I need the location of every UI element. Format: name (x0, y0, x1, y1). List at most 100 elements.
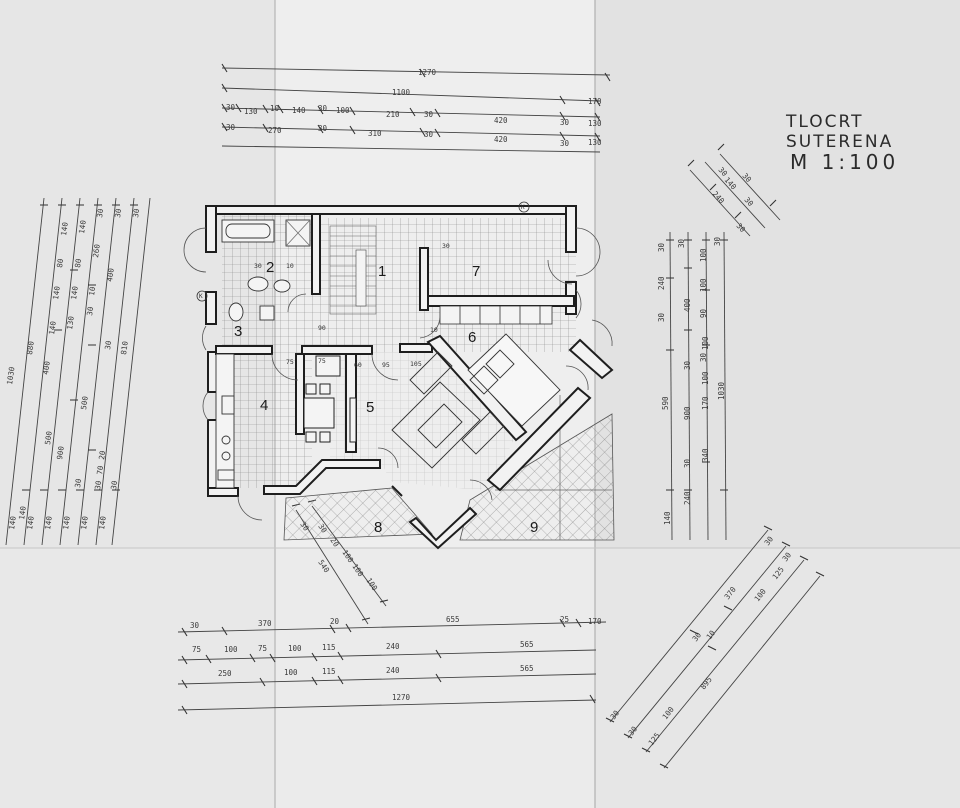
toilet (273, 279, 291, 293)
dim-label: 30 (95, 208, 105, 219)
dim-label: 140 (47, 320, 58, 335)
room-number: 2 (266, 259, 274, 276)
room-number: 7 (472, 263, 480, 280)
dim-label: 140 (61, 515, 72, 530)
left-dimension-chains: 1030 880 140 140 80 140 140 400 500 140 … (5, 197, 151, 546)
dim-label: 140 (17, 505, 28, 520)
dim-label: 140 (77, 219, 88, 234)
terrace-area (283, 487, 433, 541)
dim-label: 30 (254, 262, 262, 270)
dim-label: 95 (382, 361, 390, 369)
interior-dimensions: 75 90 75 60 95 105 30 10 30 10 (254, 242, 450, 369)
sink (247, 276, 269, 292)
dim-label: 500 (79, 395, 90, 410)
dim-label: 10 (430, 326, 438, 334)
dim-label: 100 (284, 668, 298, 677)
dim-label: 80 (73, 258, 83, 269)
dim-label: 140 (292, 106, 306, 115)
wall (205, 205, 217, 253)
dim-label: 80 (55, 258, 65, 269)
wall (207, 487, 239, 497)
wall (408, 506, 478, 550)
dim-label: 130 (65, 315, 76, 330)
dim-label: 140 (79, 515, 90, 530)
dim-label: 140 (97, 515, 108, 530)
marker-label: K (199, 293, 203, 300)
wall (301, 345, 373, 355)
dim-label: 420 (494, 116, 508, 125)
dim-label: 75 (258, 644, 267, 653)
dim-label: 400 (105, 267, 116, 282)
room-number: 8 (374, 519, 382, 536)
kitchen-counter (215, 353, 235, 489)
dim-label: 420 (494, 135, 508, 144)
dim-label: 30 (73, 478, 83, 489)
wall (419, 247, 429, 311)
room-number: 6 (468, 329, 476, 346)
dim-label: 10 (87, 286, 97, 297)
dim-label: 1030 (717, 381, 726, 400)
room-number: 4 (260, 397, 268, 414)
dim-label: 10 (270, 104, 280, 113)
wall (295, 353, 305, 435)
dim-label: 210 (386, 110, 400, 119)
dim-label: 30 (683, 360, 692, 370)
chimney-markers: K K (196, 201, 530, 302)
dim-label: 140 (43, 515, 54, 530)
wall (205, 291, 217, 325)
dim-label: 500 (43, 430, 54, 445)
right-dimension-chains: 30 240 400 30 590 30 240 140 30 100 100 … (657, 231, 728, 541)
wall (486, 386, 592, 492)
living-furniture (391, 351, 505, 469)
dim-label: 30 (657, 242, 666, 252)
dim-label: 240 (386, 642, 400, 651)
dim-label: 590 (661, 396, 670, 410)
dim-label: 140 (59, 221, 70, 236)
room-number: 1 (378, 263, 386, 280)
dim-label: 30 (190, 621, 200, 630)
dim-label: 900 (55, 445, 66, 460)
wall (263, 459, 381, 495)
dim-label: 170 (588, 617, 602, 626)
dim-label: 30 (103, 340, 113, 351)
dim-label: 90 (699, 308, 708, 318)
dim-label: 130 (244, 107, 258, 116)
dim-label: 20 (97, 450, 107, 461)
dim-label: 30 (442, 242, 450, 250)
dim-label: 140 (663, 511, 672, 525)
dim-label: 25 (560, 615, 569, 624)
dim-label: 100 (224, 645, 238, 654)
dim-label: 1030 (5, 366, 16, 386)
drawing-scale: M 1:100 (790, 150, 900, 174)
dim-label: 170 (588, 97, 602, 106)
marker-label: K (521, 204, 525, 211)
dim-label: 100 (288, 644, 302, 653)
dim-label: 140 (7, 515, 18, 530)
dim-label: 130 (588, 119, 602, 128)
dim-label: 30 (677, 238, 686, 248)
dining-table (303, 355, 357, 443)
dim-label: 100 (701, 371, 710, 385)
dim-label: 400 (41, 360, 52, 375)
dim-label: 75 (286, 358, 294, 366)
dim-label: 1270 (418, 68, 437, 77)
dim-label: 30 (713, 236, 722, 246)
dim-label: 75 (192, 645, 201, 654)
dim-label: 240 (683, 491, 692, 505)
dim-label: 370 (258, 619, 272, 628)
dim-label: 115 (322, 643, 336, 652)
room-number: 9 (530, 519, 538, 536)
room-number: 5 (366, 399, 374, 416)
dim-label: 30 (131, 208, 141, 219)
dim-label: 565 (520, 664, 534, 673)
dim-label: 10 (286, 262, 294, 270)
dim-label: 30 (560, 139, 570, 148)
dim-label: 170 (701, 396, 710, 410)
dim-label: 140 (25, 515, 36, 530)
dim-label: 30 (93, 480, 103, 491)
wall (426, 334, 528, 442)
dim-label: 90 (318, 324, 326, 332)
drawing-title: TLOCRT SUTERENA (786, 112, 894, 152)
dim-label: 270 (268, 126, 282, 135)
